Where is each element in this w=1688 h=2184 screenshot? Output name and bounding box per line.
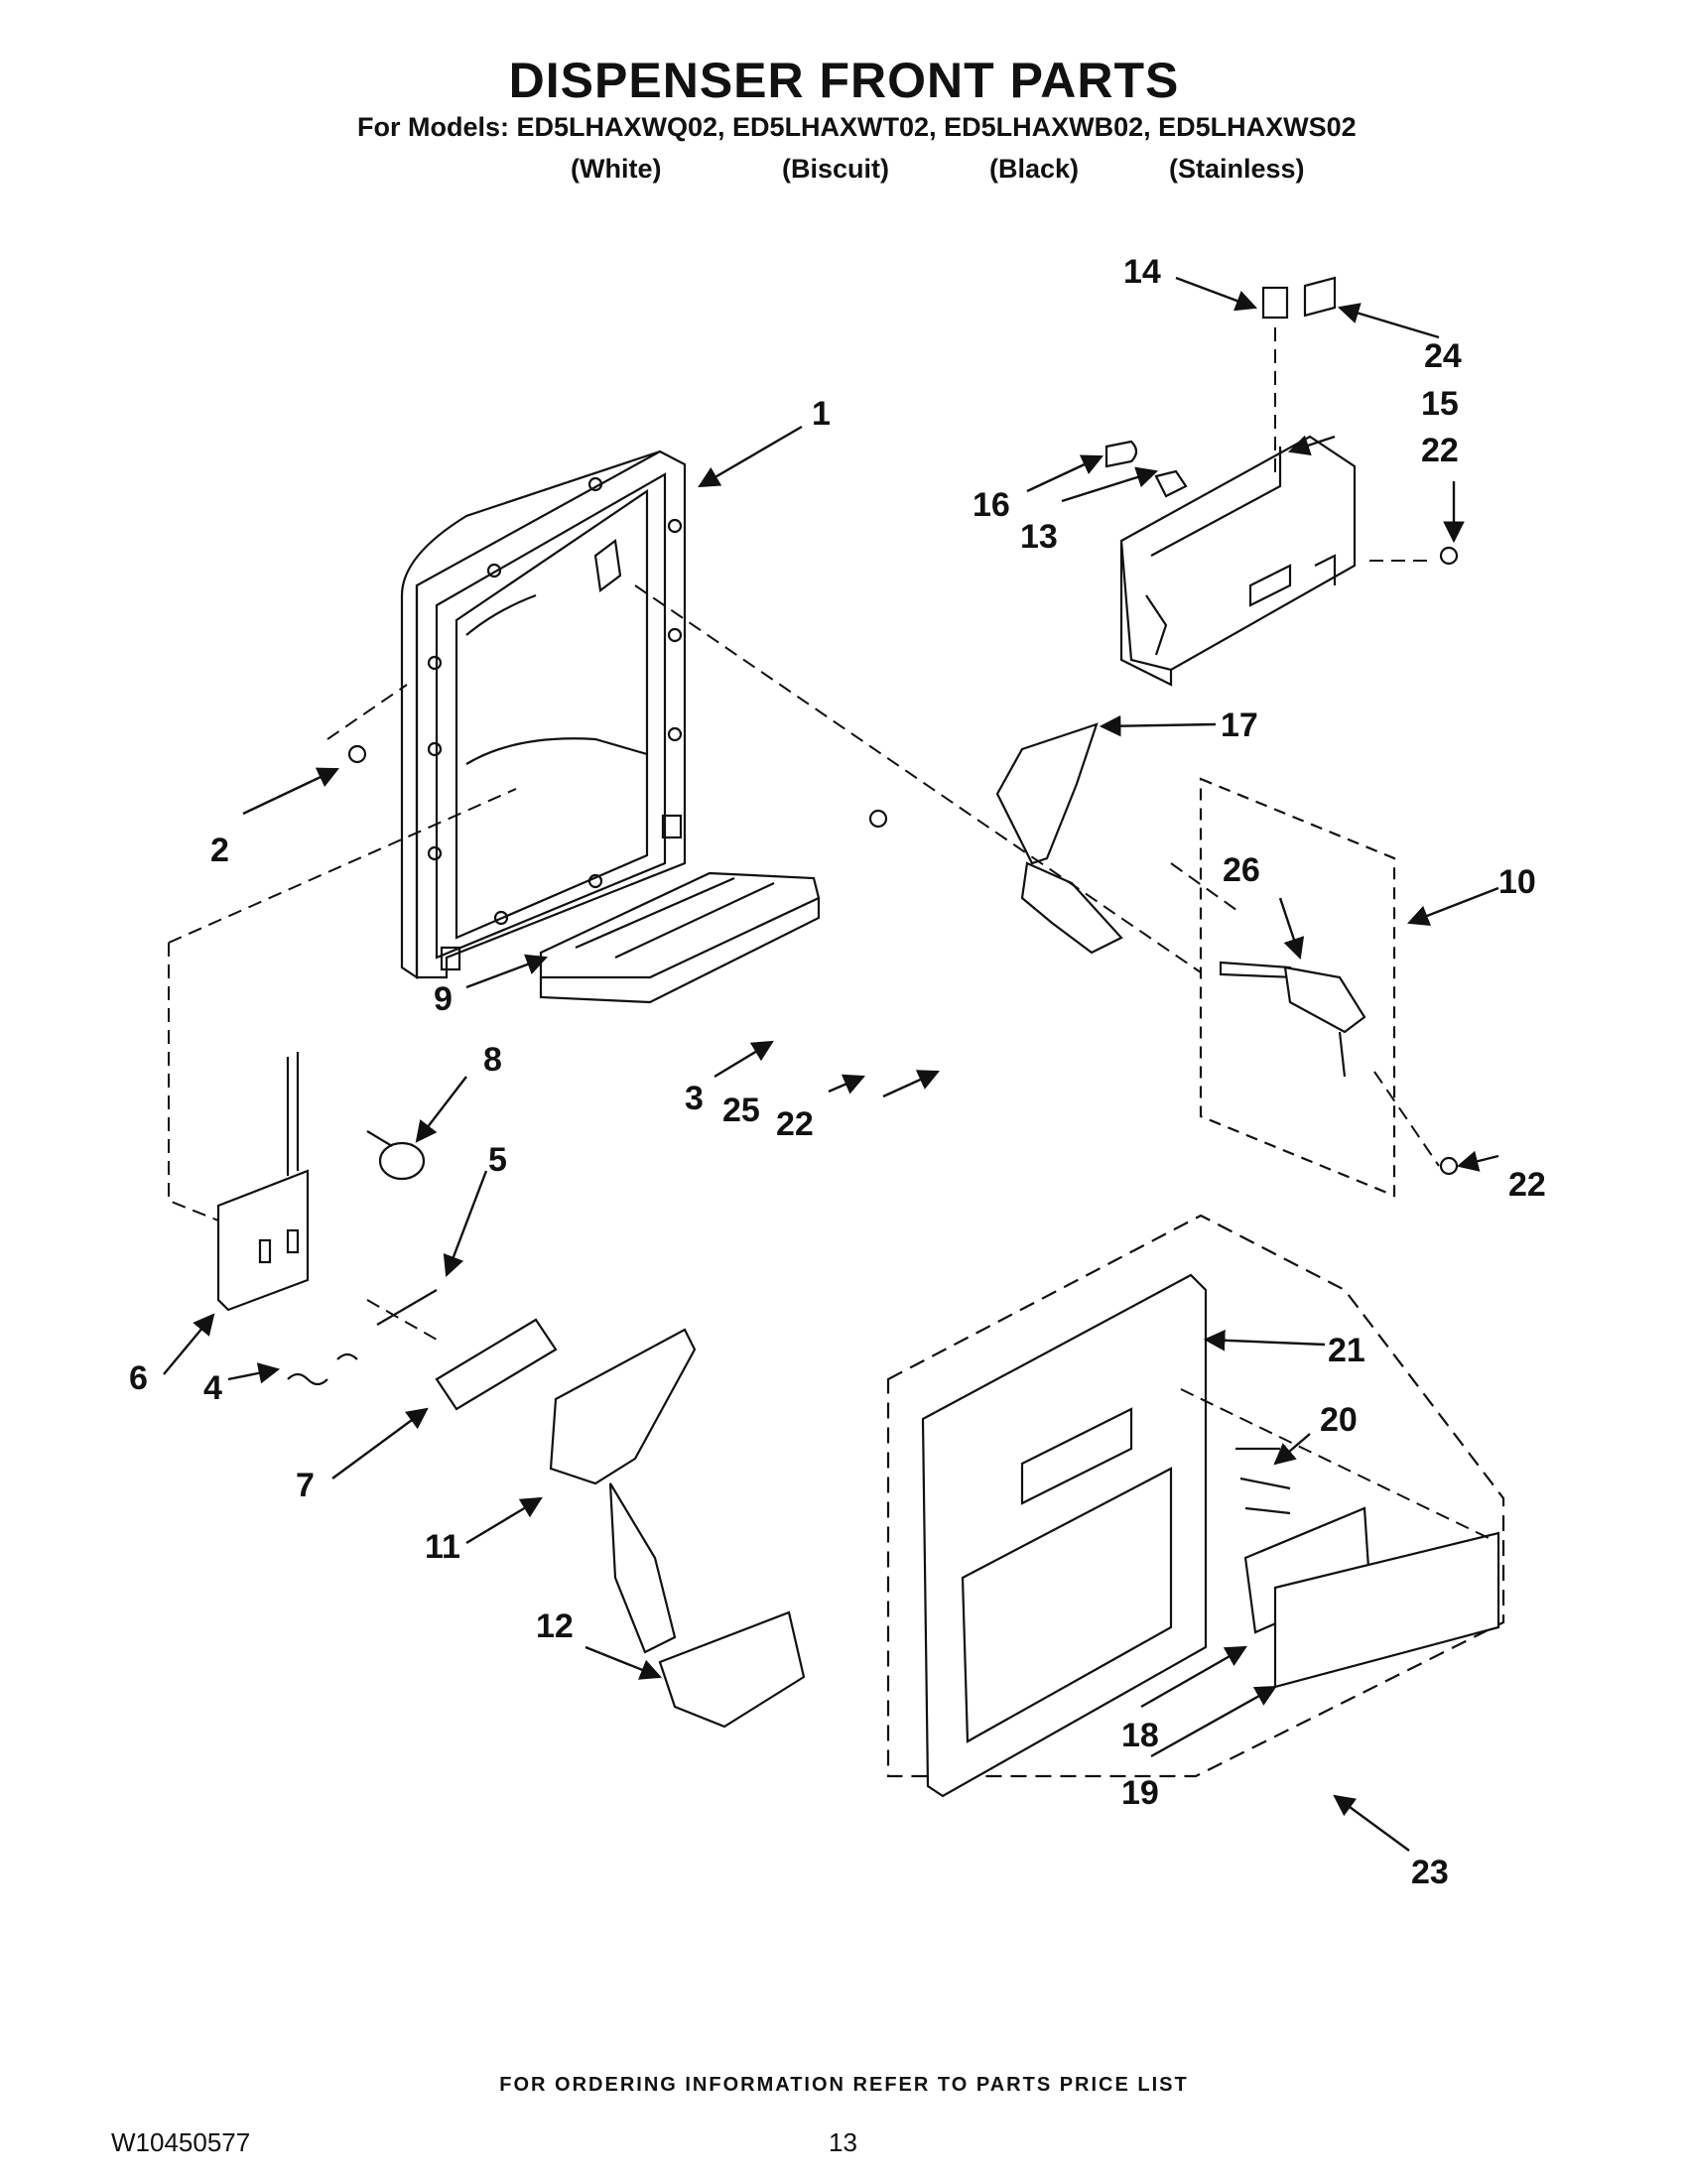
part-11-lever	[549, 1328, 697, 1654]
part-16-lamp	[1104, 440, 1138, 468]
callout-7: 7	[296, 1467, 315, 1504]
part-14-switch	[1261, 286, 1289, 320]
callout-3: 3	[685, 1080, 704, 1117]
finish-stainless: (Stainless)	[1169, 154, 1305, 184]
finish-biscuit: (Biscuit)	[782, 154, 889, 184]
part-4-springs	[287, 1352, 358, 1386]
part-12-chute	[658, 1610, 806, 1729]
part-9-drip-tray	[539, 871, 821, 1004]
callout-5: 5	[488, 1141, 507, 1179]
callout-15: 15	[1421, 385, 1459, 423]
callout-14: 14	[1123, 253, 1161, 291]
part-20-harness	[1235, 1447, 1291, 1515]
part-10-box	[1199, 777, 1396, 1198]
callout-18: 18	[1121, 1717, 1159, 1754]
callout-19: 19	[1121, 1774, 1159, 1812]
part-17-lever	[995, 722, 1123, 955]
callout-11: 11	[425, 1528, 460, 1566]
finish-white: (White)	[571, 154, 662, 184]
callout-1: 1	[812, 395, 831, 433]
callout-6: 6	[129, 1359, 148, 1397]
part-26-actuator	[1219, 961, 1366, 1078]
screw-icon	[347, 546, 1459, 1176]
part-13-socket	[1154, 469, 1188, 498]
part-5-rod	[376, 1289, 438, 1326]
callout-25: 25	[722, 1092, 760, 1129]
part-24-pad	[1303, 276, 1337, 318]
page-number: 13	[829, 2127, 857, 2157]
callout-9: 9	[434, 980, 453, 1018]
callout-22-upper: 22	[1421, 432, 1459, 469]
ordering-note: FOR ORDERING INFORMATION REFER TO PARTS …	[499, 2074, 1189, 2096]
part-19-decal	[1273, 1531, 1500, 1689]
callout-10: 10	[1498, 863, 1536, 901]
part-6-module	[216, 1052, 310, 1312]
callout-21: 21	[1328, 1332, 1365, 1369]
callout-20: 20	[1320, 1401, 1358, 1439]
callout-17: 17	[1221, 707, 1258, 744]
callout-16: 16	[973, 486, 1010, 524]
callout-12: 12	[536, 1607, 574, 1645]
finish-black: (Black)	[989, 154, 1080, 184]
page-title: DISPENSER FRONT PARTS	[508, 53, 1180, 108]
part-1-housing	[400, 450, 687, 980]
part-7-bracket	[435, 1318, 558, 1411]
callout-22-middle: 22	[776, 1105, 814, 1143]
models-line: For Models: ED5LHAXWQ02, ED5LHAXWT02, ED…	[357, 112, 1357, 142]
callout-2: 2	[210, 832, 229, 869]
part-8-solenoid	[366, 1130, 426, 1181]
part-21-panel	[921, 1273, 1208, 1798]
callout-4: 4	[203, 1369, 222, 1407]
callout-8: 8	[483, 1041, 502, 1079]
callout-13: 13	[1020, 518, 1058, 556]
part-15-module	[1119, 435, 1357, 687]
callout-22-right: 22	[1508, 1166, 1546, 1204]
callout-26: 26	[1223, 851, 1260, 889]
callout-24: 24	[1424, 337, 1462, 375]
document-number: W10450577	[111, 2127, 251, 2157]
callout-23: 23	[1411, 1854, 1449, 1891]
